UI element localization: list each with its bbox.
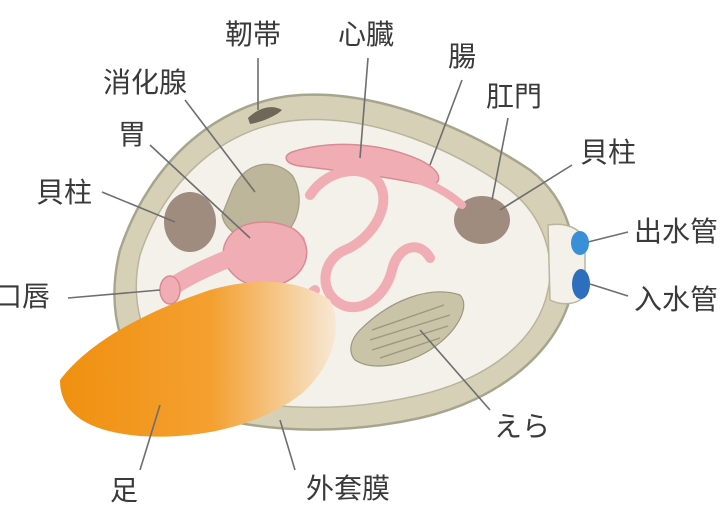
leader-heart <box>359 57 369 159</box>
leader-stomach <box>149 144 251 239</box>
label-mantle: 外套膜 <box>306 472 390 505</box>
label-mouth-lip: 口唇 <box>0 280 50 313</box>
rectum <box>376 166 466 209</box>
foot <box>60 281 336 437</box>
label-gill: えら <box>494 410 550 443</box>
leader-mantle <box>279 419 296 471</box>
label-ligament: 靭帯 <box>225 18 281 51</box>
label-digestive-gland: 消化腺 <box>103 66 187 99</box>
label-intestine: 腸 <box>448 40 476 73</box>
excurrent-siphon-opening <box>571 231 589 255</box>
leader-digestive-gland <box>184 99 256 193</box>
leader-adductor-anterior <box>101 191 176 223</box>
mouth-lip <box>159 275 181 305</box>
leader-mouth-lip <box>67 289 161 299</box>
leader-intestine <box>429 79 463 166</box>
leader-adductor-posterior <box>499 164 573 211</box>
incurrent-siphon-opening <box>572 269 590 299</box>
label-anus: 肛門 <box>486 80 542 113</box>
ligament-mark <box>248 107 282 124</box>
label-adductor-anterior: 貝柱 <box>36 176 92 209</box>
label-adductor-posterior: 貝柱 <box>580 136 636 169</box>
intestine <box>305 166 435 313</box>
leader-incurrent-siphon <box>589 283 629 297</box>
leader-excurrent-siphon <box>587 231 629 243</box>
anterior-adductor-muscle <box>164 192 216 252</box>
label-excurrent-siphon: 出水管 <box>634 215 718 248</box>
label-heart: 心臓 <box>338 18 394 51</box>
gill-lamellae <box>369 304 451 359</box>
posterior-adductor-muscle <box>454 196 510 244</box>
leader-gill <box>419 329 491 411</box>
label-stomach: 胃 <box>118 118 146 151</box>
leader-anus <box>491 117 509 201</box>
leader-foot <box>139 404 161 471</box>
label-foot: 足 <box>110 474 138 507</box>
label-incurrent-siphon: 入水管 <box>634 283 718 316</box>
